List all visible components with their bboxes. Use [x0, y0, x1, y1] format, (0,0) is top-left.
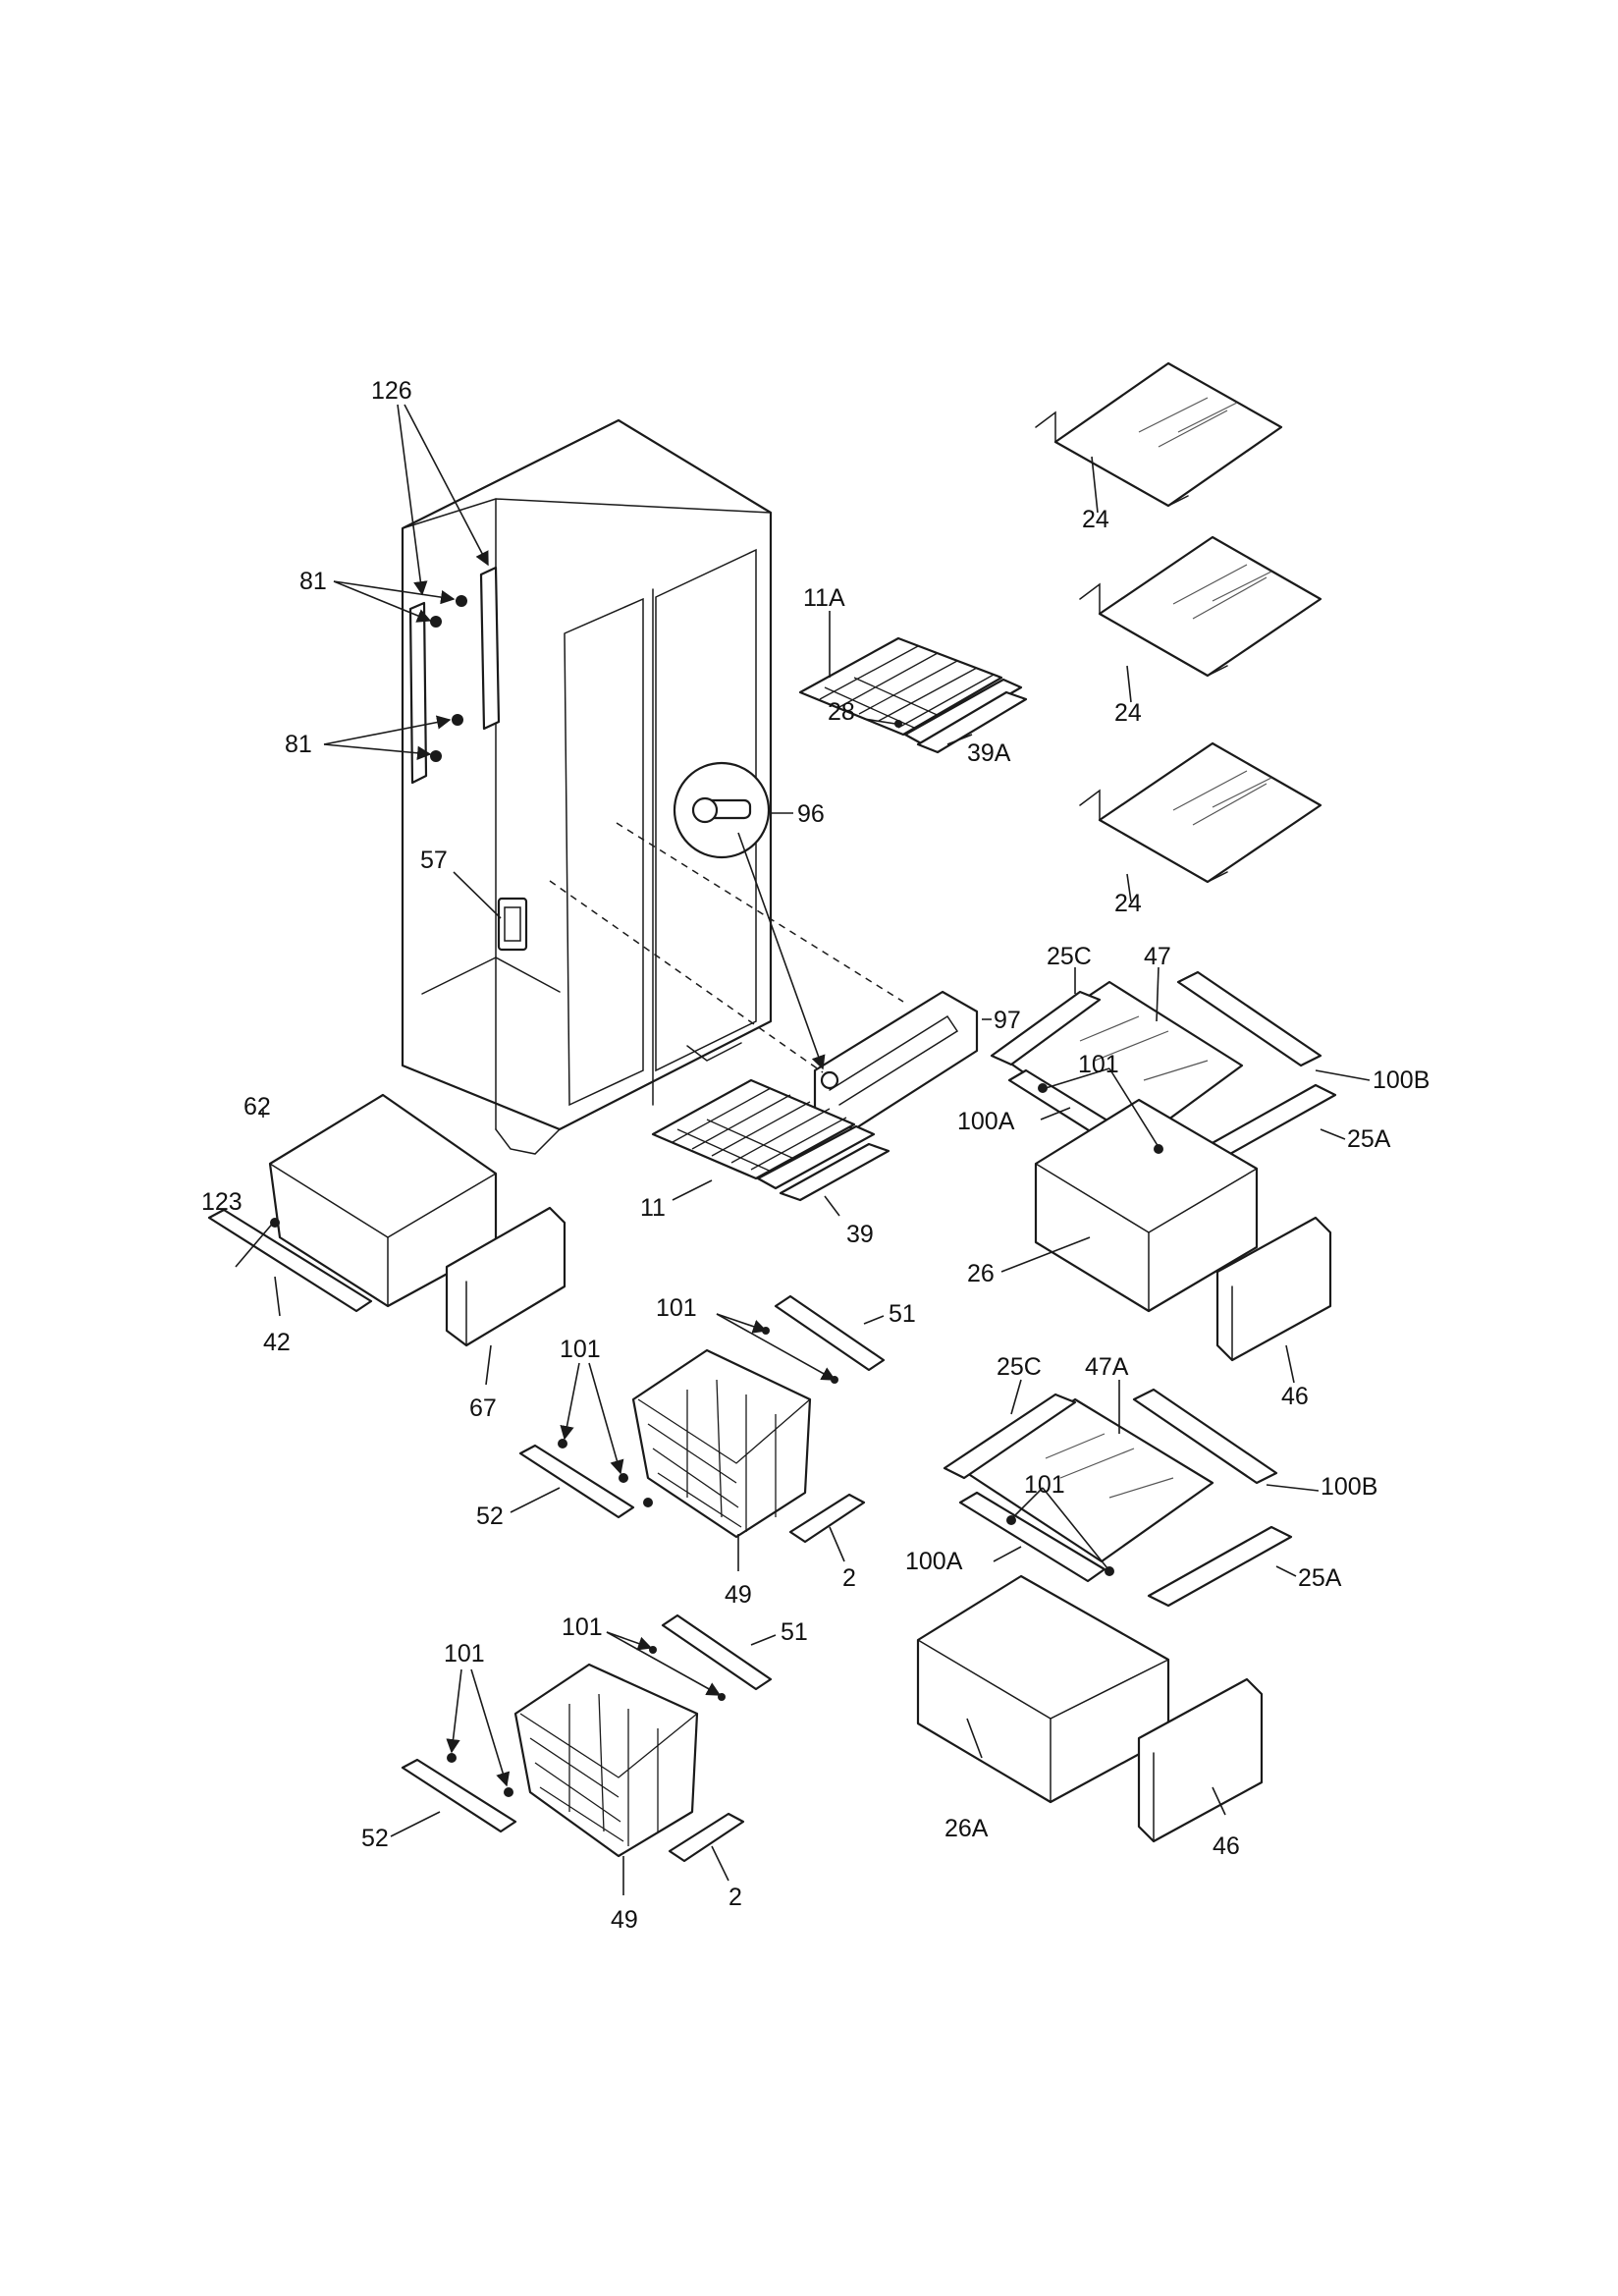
light-switch	[497, 897, 528, 952]
callout-25A: 25A	[1298, 1564, 1342, 1592]
screw-icon	[1154, 1144, 1163, 1154]
callout-51: 51	[889, 1300, 916, 1328]
screw-icon	[430, 750, 442, 762]
callout-100B: 100B	[1373, 1066, 1429, 1094]
callout-81: 81	[299, 568, 327, 595]
screw-icon	[894, 720, 902, 728]
screw-icon	[643, 1498, 653, 1507]
crisper-rail-25C-upper	[990, 990, 1102, 1066]
callout-47: 47	[1144, 943, 1171, 970]
screws-81	[430, 595, 467, 762]
callout-11: 11	[640, 1194, 666, 1222]
callout-25A: 25A	[1347, 1125, 1391, 1153]
crisper-rail-25A-lower	[1147, 1525, 1293, 1608]
callout-24: 24	[1114, 890, 1142, 917]
screw-icon	[1105, 1566, 1114, 1576]
air-duct-cover	[813, 990, 979, 1131]
callout-126: 126	[371, 377, 412, 405]
wire-shelf-lower	[651, 1078, 876, 1190]
callout-101: 101	[1024, 1471, 1065, 1499]
callout-46: 46	[1281, 1383, 1309, 1410]
callout-52: 52	[361, 1825, 389, 1852]
callout-97: 97	[994, 1007, 1021, 1034]
callout-25C: 25C	[1047, 943, 1092, 970]
crisper-rail-100A-lower	[958, 1491, 1106, 1583]
callout-46: 46	[1213, 1832, 1240, 1860]
callout-42: 42	[263, 1329, 291, 1356]
callout-101: 101	[1078, 1051, 1119, 1078]
callout-96: 96	[797, 800, 825, 828]
crisper-drawer-26	[1034, 1098, 1259, 1313]
callout-24: 24	[1082, 506, 1109, 533]
callout-52: 52	[476, 1503, 504, 1530]
basket-rail-51-upper	[774, 1294, 886, 1372]
glass-shelf-2	[1079, 535, 1322, 678]
callout-28: 28	[828, 698, 855, 726]
screw-icon	[456, 595, 467, 607]
callout-24: 24	[1114, 699, 1142, 727]
callout-101: 101	[656, 1294, 697, 1322]
callout-62: 62	[243, 1093, 271, 1121]
leader-lines	[235, 404, 1371, 1895]
callout-39: 39	[846, 1221, 874, 1248]
callout-57: 57	[420, 847, 448, 874]
callout-39A: 39A	[967, 739, 1011, 767]
shelf-rail-39A	[916, 690, 1028, 754]
callout-100A: 100A	[905, 1548, 963, 1575]
screw-icon	[558, 1439, 567, 1449]
callout-81: 81	[285, 731, 312, 758]
callout-101: 101	[560, 1336, 601, 1363]
basket-rail-2-upper	[788, 1493, 866, 1544]
callout-25C: 25C	[997, 1353, 1042, 1381]
callout-101: 101	[562, 1613, 603, 1641]
screw-icon	[270, 1218, 280, 1228]
callout-26: 26	[967, 1260, 995, 1287]
screw-icon	[452, 714, 463, 726]
callout-49: 49	[611, 1906, 638, 1934]
callout-26A: 26A	[944, 1815, 989, 1842]
callout-100B: 100B	[1321, 1473, 1377, 1501]
callout-123: 123	[201, 1188, 243, 1216]
screw-icon	[1038, 1083, 1048, 1093]
callout-49: 49	[725, 1581, 752, 1609]
callout-67: 67	[469, 1394, 497, 1422]
callout-101: 101	[444, 1640, 485, 1667]
basket-rail-51-lower	[661, 1613, 773, 1691]
crisper-rail-100B-lower	[1132, 1388, 1278, 1485]
screw-icon	[619, 1473, 628, 1483]
screw-icon	[447, 1753, 457, 1763]
basket-rail-52-upper	[518, 1444, 635, 1519]
crisper-rail-25C-lower	[943, 1393, 1077, 1480]
damper-detail	[673, 761, 771, 859]
callout-labels: 126 81 81 57 96 97 11A 28 39A 11 39 24 2…	[201, 377, 1429, 1934]
screw-icon	[430, 616, 442, 628]
crisper-drawer-26A	[916, 1574, 1170, 1804]
door-strips	[408, 566, 501, 785]
callout-51: 51	[781, 1618, 808, 1646]
wire-shelf-upper	[798, 636, 1023, 746]
callout-2: 2	[728, 1884, 742, 1911]
glass-shelf-3	[1079, 741, 1322, 884]
bin-rail-42	[207, 1208, 373, 1313]
glass-shelf-1	[1035, 361, 1283, 508]
crisper-rail-100B-upper	[1176, 970, 1322, 1067]
basket-rail-52-lower	[401, 1758, 517, 1833]
wire-basket-49-upper	[631, 1348, 812, 1539]
screw-icon	[504, 1787, 513, 1797]
callout-47A: 47A	[1085, 1353, 1129, 1381]
drawer-front-46-lower	[1137, 1677, 1264, 1843]
callout-100A: 100A	[957, 1108, 1015, 1135]
wire-basket-49-lower	[513, 1663, 699, 1858]
drawer-front-46-upper	[1215, 1216, 1332, 1362]
callout-11A: 11A	[803, 584, 845, 612]
callout-2: 2	[842, 1564, 856, 1592]
basket-rail-2-lower	[668, 1812, 745, 1863]
shelf-rail-39	[779, 1142, 890, 1202]
freezer-bin-front-67	[445, 1206, 566, 1347]
